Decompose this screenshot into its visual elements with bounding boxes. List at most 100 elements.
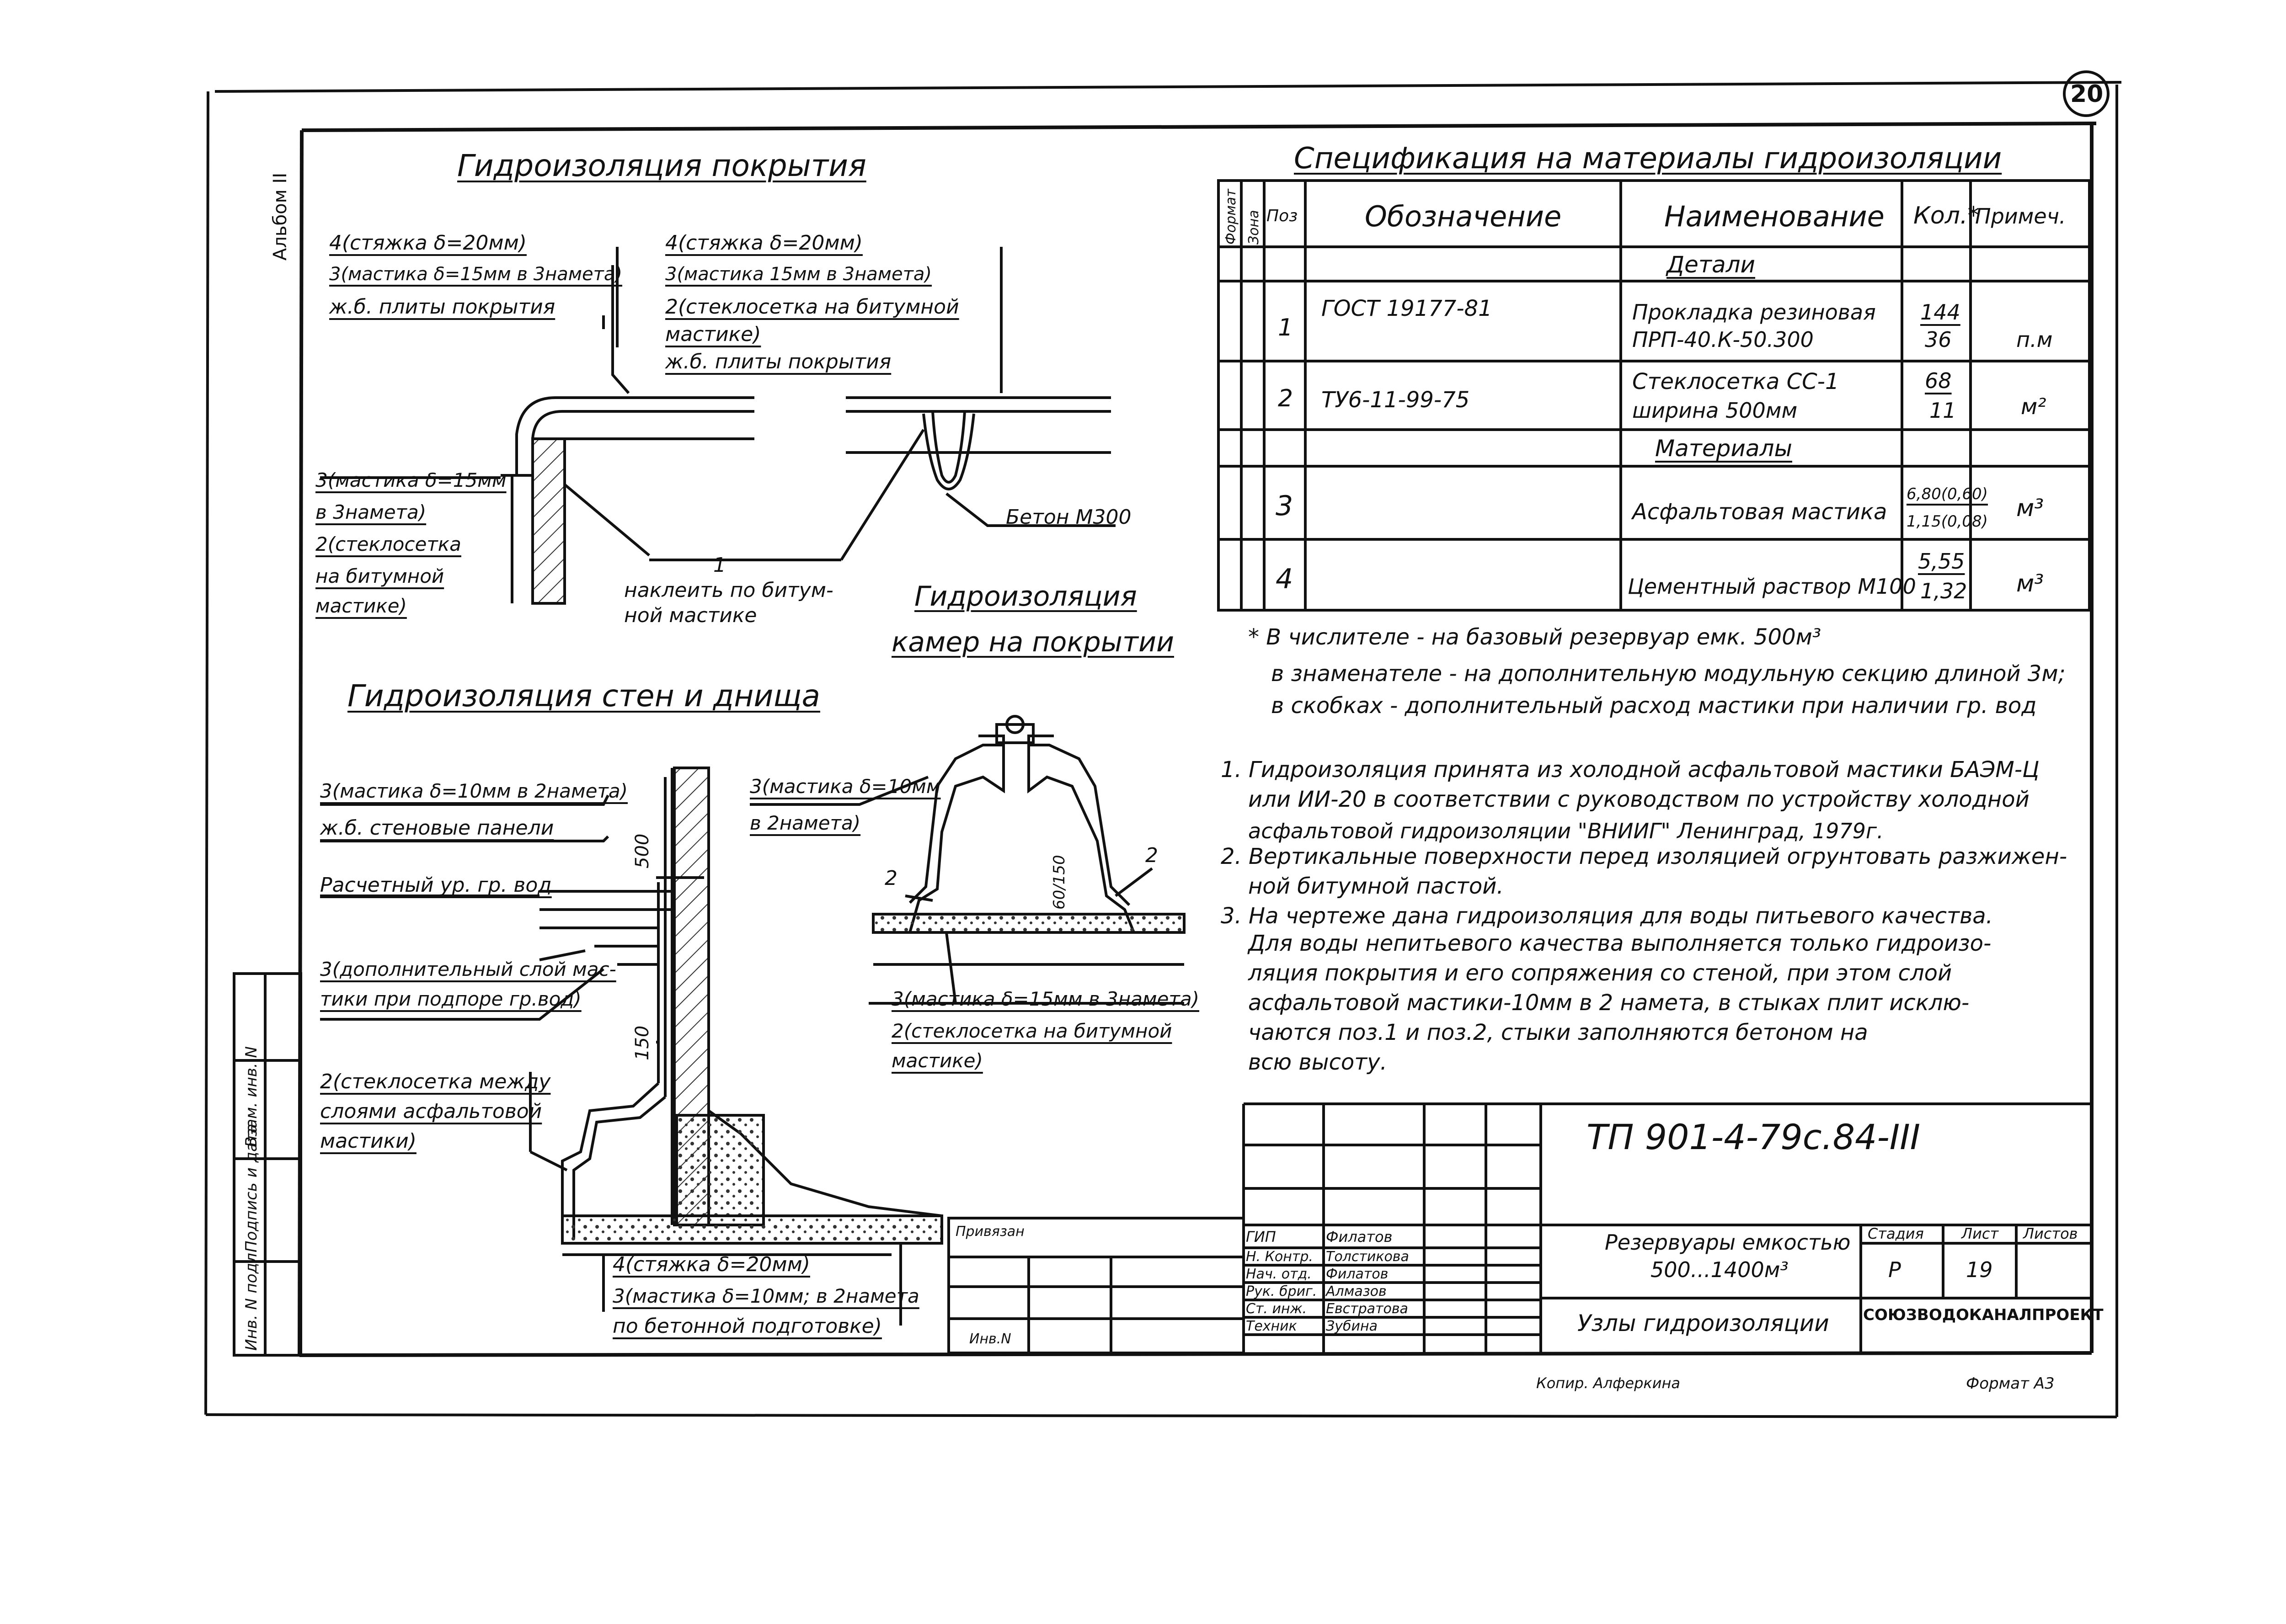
roof-concrete: Бетон М300	[1006, 506, 1132, 529]
roof-side-4: на битумной	[315, 565, 444, 587]
roof-right-1: 4(стяжка δ=20мм)	[665, 231, 863, 255]
walls-extra-1: 3(дополнительный слой мас-	[320, 958, 616, 980]
staff-role-2: Н. Контр.	[1246, 1249, 1313, 1265]
spec-row2-code: ТУ6-11-99-75	[1321, 387, 1470, 413]
spec-row1-pos: 1	[1278, 314, 1293, 341]
sheets-label: Листов	[2023, 1225, 2078, 1242]
staff-role-3: Нач. отд.	[1246, 1266, 1312, 1282]
footnote-2: в знаменателе - на дополнительную модуль…	[1271, 661, 2066, 687]
walls-mesh-1: 2(стеклосетка между	[320, 1070, 551, 1093]
walls-title: Гидроизоляция стен и днища	[347, 678, 820, 713]
document-code: ТП 901-4-79с.84-III	[1586, 1117, 1921, 1157]
staff-name-3: Филатов	[1326, 1266, 1389, 1282]
spec-row1-code: ГОСТ 19177-81	[1321, 296, 1492, 321]
copied-by: Копир. Алферкина	[1536, 1374, 1681, 1392]
roof-right-5: ж.б. плиты покрытия	[665, 350, 892, 373]
spec-row2-pos: 2	[1278, 385, 1293, 412]
note-3e: чаются поз.1 и поз.2, стыки заполняются …	[1248, 1020, 1868, 1045]
spec-section-details: Детали	[1666, 251, 1756, 278]
walls-bottom-1: 4(стяжка δ=20мм)	[613, 1253, 810, 1276]
roof-side-2: в 3намета)	[315, 501, 427, 523]
note-2: 2. Вертикальные поверхности перед изоляц…	[1221, 844, 2067, 869]
chamber-bottom-2: 2(стеклосетка на битумной	[892, 1020, 1172, 1042]
walls-mesh-3: мастики)	[320, 1129, 417, 1153]
roof-side-5: мастике)	[315, 595, 407, 617]
note-1: 1. Гидроизоляция принята из холодной асф…	[1221, 757, 2040, 783]
roof-glue-1: наклеить по битум-	[624, 579, 833, 602]
staff-name-1: Филатов	[1326, 1228, 1393, 1246]
roof-right-2: 3(мастика 15мм в 3намета)	[665, 264, 932, 285]
walls-bottom-2: 3(мастика δ=10мм; в 2намета	[613, 1285, 919, 1307]
note-1b: или ИИ-20 в соответствии с руководством …	[1248, 787, 2030, 812]
chamber-title-2: камер на покрытии	[892, 626, 1174, 658]
dim-150: 150	[632, 1025, 653, 1060]
roof-mark-1: 1	[713, 554, 726, 577]
chamber-dim: 60/150	[1050, 855, 1068, 910]
spec-row2-name2: ширина 500мм	[1632, 398, 1798, 423]
staff-name-2: Толстикова	[1326, 1249, 1409, 1265]
chamber-mark-right: 2	[1145, 844, 1158, 867]
spec-row1-q1: 144	[1920, 300, 1960, 325]
spec-row2-q1: 68	[1925, 368, 1952, 393]
sheet-value: 19	[1966, 1257, 1993, 1282]
walls-bottom-3: по бетонной подготовке)	[613, 1315, 882, 1338]
staff-role-4: Рук. бриг.	[1246, 1283, 1317, 1299]
staff-name-6: Зубина	[1326, 1318, 1378, 1334]
walls-extra-2: тики при подпоре гр.вод)	[320, 988, 582, 1010]
sheet-label: Лист	[1961, 1225, 1999, 1242]
roof-side-1: 3(мастика δ=15мм	[315, 469, 507, 491]
roof-glue-2: ной мастике	[624, 604, 757, 627]
chamber-top-2: в 2намета)	[750, 812, 861, 834]
spec-col-format: Формат	[1223, 189, 1239, 245]
spec-col-note: Примеч.	[1975, 204, 2066, 229]
spec-row4-unit: м³	[2016, 570, 2044, 597]
roof-right-3: 2(стеклосетка на битумной	[665, 295, 959, 319]
spec-row1-q2: 36	[1925, 327, 1952, 352]
album-label: Альбом II	[270, 172, 291, 261]
spec-row1-name2: ПРП-40.К-50.300	[1632, 327, 1814, 352]
dim-500: 500	[632, 833, 653, 868]
spec-row1-unit: п.м	[2016, 327, 2053, 352]
spec-row2-q2: 11	[1929, 398, 1956, 423]
roof-right-4: мастике)	[665, 323, 761, 346]
spec-col-qty: Кол.*	[1913, 202, 1980, 229]
staff-role-6: Техник	[1246, 1318, 1297, 1334]
chamber-bottom-3: мастике)	[892, 1049, 983, 1072]
chamber-title-1: Гидроизоляция	[914, 580, 1137, 612]
spec-col-code: Обозначение	[1365, 200, 1562, 233]
spec-row3-name1: Асфальтовая мастика	[1632, 499, 1887, 525]
spec-col-pos: Поз	[1266, 207, 1298, 225]
note-3c: ляция покрытия и его сопряжения со стено…	[1248, 960, 1952, 986]
spec-row2-name1: Стеклосетка СС-1	[1632, 369, 1839, 394]
note-3f: всю высоту.	[1248, 1049, 1387, 1075]
organization: СОЮЗВОДОКАНАЛПРОЕКТ	[1863, 1306, 2104, 1324]
roof-side-3: 2(стеклосетка	[315, 533, 461, 555]
spec-title: Спецификация на материалы гидроизоляции	[1294, 142, 2002, 176]
footnote-1: * В числителе - на базовый резервуар емк…	[1248, 624, 1821, 650]
side-stamp-replace: Взам. инв. N	[242, 1046, 261, 1147]
project-title-2: 500...1400м³	[1650, 1257, 1789, 1282]
footnote-3: в скобках - дополнительный расход мастик…	[1271, 693, 2037, 719]
project-title-1: Резервуары емкостью	[1605, 1230, 1851, 1255]
spec-row4-pos: 4	[1276, 563, 1293, 595]
sheet-subtitle: Узлы гидроизоляции	[1577, 1310, 1829, 1336]
walls-top-2: ж.б. стеновые панели	[320, 816, 554, 840]
spec-row4-name1: Цементный раствор М100	[1628, 574, 1916, 599]
note-3d: асфальтовой мастики-10мм в 2 намета, в с…	[1248, 990, 1970, 1016]
staff-role-1: ГИП	[1246, 1228, 1276, 1246]
spec-row3-q2: 1,15(0,08)	[1907, 512, 1988, 531]
stage-label: Стадия	[1868, 1225, 1924, 1242]
inv-label: Инв.N	[969, 1331, 1011, 1347]
chamber-top-1: 3(мастика δ=10мм	[750, 775, 941, 798]
privyazan-label: Привязан	[956, 1224, 1025, 1240]
staff-name-5: Евстратова	[1326, 1301, 1408, 1317]
roof-left-2: 3(мастика δ=15мм в 3намета)	[329, 264, 622, 285]
spec-row3-pos: 3	[1276, 490, 1293, 522]
roof-left-3: ж.б. плиты покрытия	[329, 295, 555, 319]
note-3b: Для воды непитьевого качества выполняетс…	[1248, 931, 1992, 956]
stage-value: Р	[1888, 1257, 1901, 1282]
format-label: Формат А3	[1966, 1374, 2055, 1393]
roof-title: Гидроизоляция покрытия	[457, 148, 866, 183]
spec-col-name: Наименование	[1664, 200, 1885, 233]
